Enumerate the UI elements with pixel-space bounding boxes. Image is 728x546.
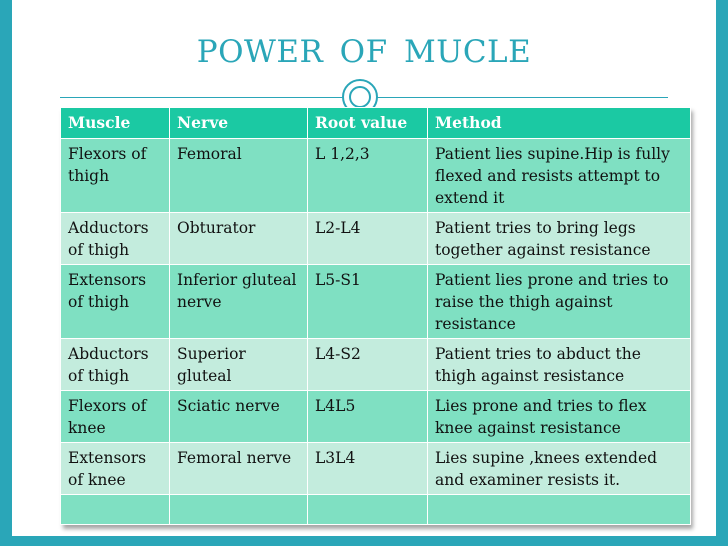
- cell-nerve: Femoral nerve: [169, 442, 308, 495]
- table-header-row: Muscle Nerve Root value Method: [60, 107, 691, 139]
- cell-root-value: L3L4: [307, 442, 428, 495]
- cell-empty: [307, 494, 428, 525]
- slide-title: POWER OF MUCLE: [196, 34, 532, 70]
- cell-root-value: L2-L4: [307, 212, 428, 265]
- table-row: Extensors of thigh Inferior gluteal nerv…: [60, 264, 691, 339]
- right-frame-bar: [716, 0, 728, 546]
- cell-method: Patient lies prone and tries to raise th…: [427, 264, 691, 339]
- cell-method: Lies prone and tries to flex knee agains…: [427, 390, 691, 443]
- cell-root-value: L4L5: [307, 390, 428, 443]
- cell-muscle: Extensors of thigh: [60, 264, 170, 339]
- cell-nerve: Sciatic nerve: [169, 390, 308, 443]
- muscle-power-table: Muscle Nerve Root value Method Flexors o…: [60, 107, 691, 525]
- cell-root-value: L5-S1: [307, 264, 428, 339]
- cell-nerve: Obturator: [169, 212, 308, 265]
- cell-method: Patient lies supine.Hip is fully flexed …: [427, 138, 691, 213]
- cell-muscle: Extensors of knee: [60, 442, 170, 495]
- cell-method: Patient tries to bring legs together aga…: [427, 212, 691, 265]
- cell-muscle: Flexors of knee: [60, 390, 170, 443]
- cell-empty: [427, 494, 691, 525]
- table-row: Abductors of thigh Superior gluteal L4-S…: [60, 338, 691, 391]
- bottom-frame-bar: [0, 536, 728, 546]
- table-row: Flexors of thigh Femoral L 1,2,3 Patient…: [60, 138, 691, 213]
- header-muscle: Muscle: [60, 107, 170, 139]
- cell-empty: [60, 494, 170, 525]
- table-row: Extensors of knee Femoral nerve L3L4 Lie…: [60, 442, 691, 495]
- cell-muscle: Abductors of thigh: [60, 338, 170, 391]
- cell-method: Patient tries to abduct the thigh agains…: [427, 338, 691, 391]
- header-root-value: Root value: [307, 107, 428, 139]
- cell-empty: [169, 494, 308, 525]
- cell-root-value: L4-S2: [307, 338, 428, 391]
- cell-muscle: Flexors of thigh: [60, 138, 170, 213]
- cell-root-value: L 1,2,3: [307, 138, 428, 213]
- cell-method: Lies supine ,knees extended and examiner…: [427, 442, 691, 495]
- table-row: Flexors of knee Sciatic nerve L4L5 Lies …: [60, 390, 691, 443]
- cell-nerve: Inferior gluteal nerve: [169, 264, 308, 339]
- cell-nerve: Femoral: [169, 138, 308, 213]
- table-row: Adductors of thigh Obturator L2-L4 Patie…: [60, 212, 691, 265]
- table-row-empty: [60, 494, 691, 525]
- header-method: Method: [427, 107, 691, 139]
- cell-muscle: Adductors of thigh: [60, 212, 170, 265]
- left-frame-bar: [0, 0, 12, 546]
- header-nerve: Nerve: [169, 107, 308, 139]
- cell-nerve: Superior gluteal: [169, 338, 308, 391]
